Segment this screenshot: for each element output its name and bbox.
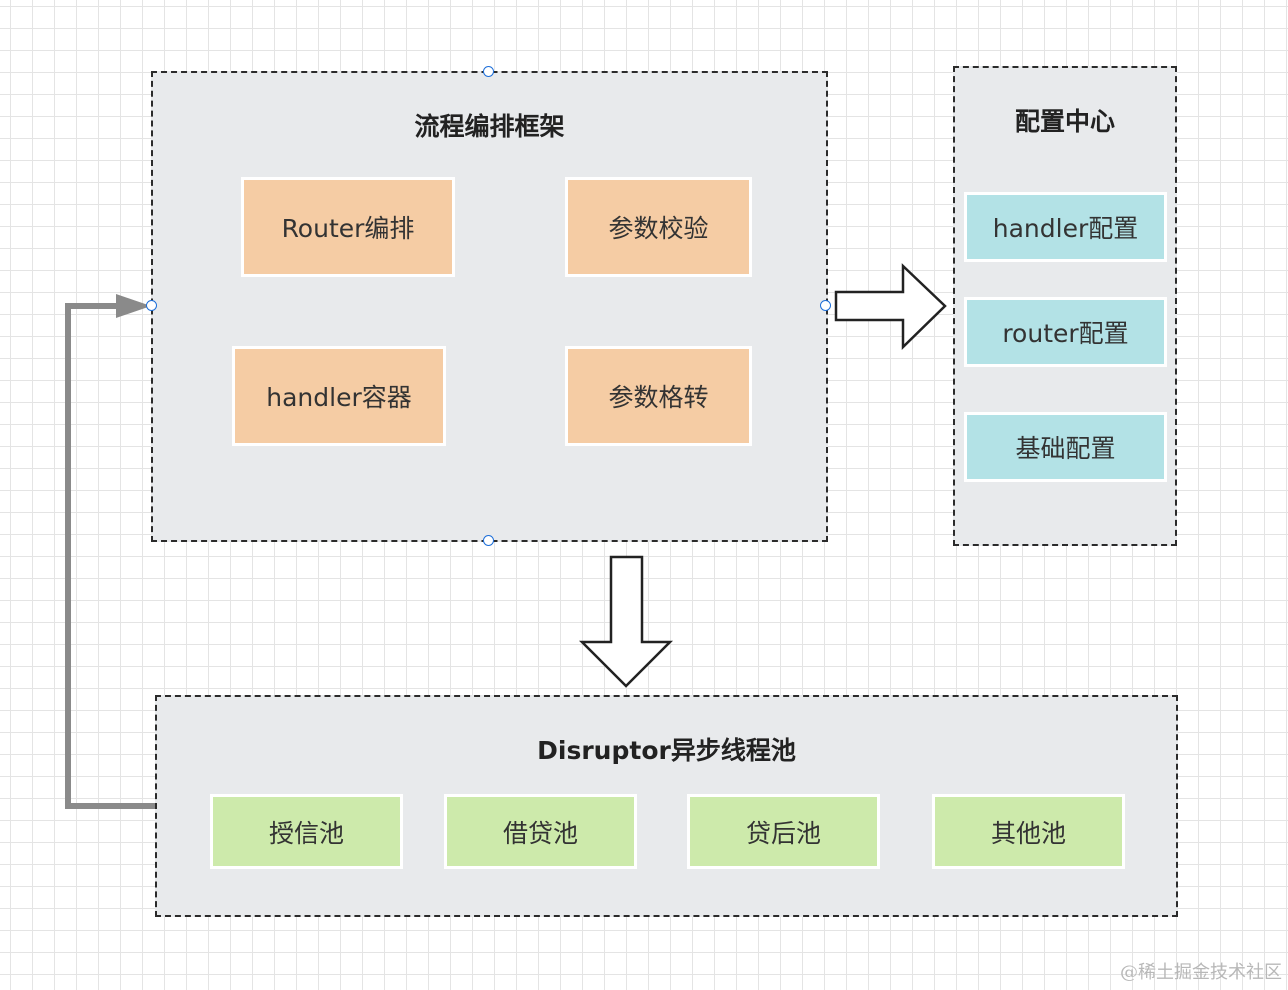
router-config-box[interactable]: router配置	[964, 297, 1167, 367]
feedback-connector	[65, 303, 157, 809]
other-pool-box[interactable]: 其他池	[932, 794, 1125, 869]
selection-handle-left[interactable]	[146, 300, 157, 311]
selection-handle-top[interactable]	[483, 66, 494, 77]
param-validation-box[interactable]: 参数校验	[565, 177, 752, 277]
orchestration-framework-group[interactable]: 流程编排框架	[151, 71, 828, 542]
loan-pool-box[interactable]: 借贷池	[444, 794, 637, 869]
handler-config-box[interactable]: handler配置	[964, 192, 1167, 262]
router-orchestration-box[interactable]: Router编排	[241, 177, 455, 277]
base-config-box[interactable]: 基础配置	[964, 412, 1167, 482]
config-center-title: 配置中心	[1014, 107, 1115, 136]
handler-container-box[interactable]: handler容器	[232, 346, 446, 446]
credit-pool-box[interactable]: 授信池	[210, 794, 403, 869]
selection-handle-right[interactable]	[820, 300, 831, 311]
orchestration-framework-title: 流程编排框架	[414, 112, 565, 141]
param-format-box[interactable]: 参数格转	[565, 346, 752, 446]
selection-handle-bottom[interactable]	[483, 535, 494, 546]
post-loan-pool-box[interactable]: 贷后池	[687, 794, 880, 869]
feedback-arrowhead	[116, 294, 151, 318]
watermark-text: @稀土掘金技术社区	[1120, 962, 1282, 983]
disruptor-pool-title: Disruptor异步线程池	[537, 736, 796, 765]
